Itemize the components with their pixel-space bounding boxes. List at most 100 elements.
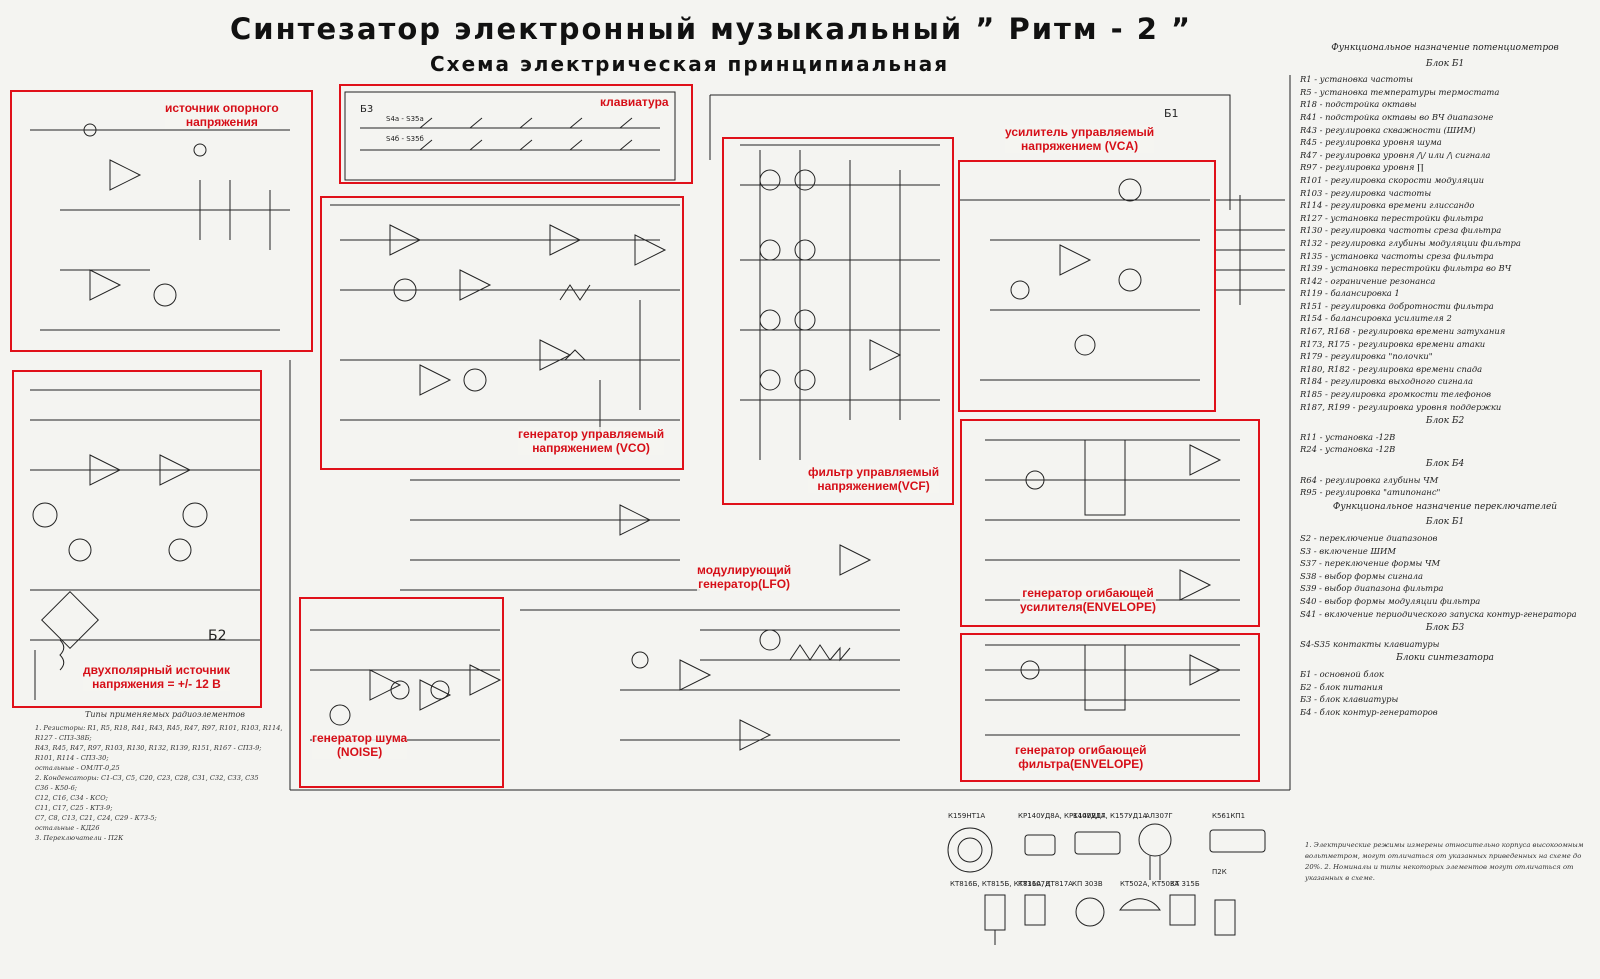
block-vco bbox=[320, 196, 684, 470]
pot-item: R173, R175 - регулировка времени атаки bbox=[1300, 338, 1486, 349]
pot-item: R119 - балансировка 1 bbox=[1300, 288, 1400, 299]
pot-item: R167, R168 - регулировка времени затухан… bbox=[1300, 326, 1506, 337]
package-label: К159НТ1А bbox=[948, 812, 986, 820]
pot-item: R180, R182 - регулировка времени спада bbox=[1300, 363, 1483, 374]
legend-block4: Блок Б4 bbox=[1425, 459, 1465, 469]
block-mark-b1: Б1 bbox=[1164, 107, 1179, 120]
parts-line: C12, C16, C34 - КСО; bbox=[35, 794, 108, 802]
legend-block1: Блок Б1 bbox=[1425, 58, 1465, 69]
package-label: КТ3107Д bbox=[1018, 880, 1051, 888]
package-label: КТ502А, КТ503А bbox=[1120, 880, 1180, 888]
parts-line: остальные - ОМЛТ-0,25 bbox=[35, 764, 120, 772]
pot-item: R132 - регулировка глубины модуляции фил… bbox=[1300, 237, 1521, 248]
page-subtitle: Схема электрическая принципиальная bbox=[430, 52, 950, 76]
unit-item: Б3 - блок клавиатуры bbox=[1300, 694, 1399, 705]
pot-item: R97 - регулировка уровня ∏ bbox=[1300, 162, 1424, 173]
block-mark-b3: Б3 bbox=[360, 104, 374, 115]
parts-heading: Типы применяемых радиоэлементов bbox=[85, 710, 245, 719]
pot-item: R154 - балансировка усилителя 2 bbox=[1300, 313, 1452, 324]
label-keyboard: клавиатура bbox=[600, 95, 669, 109]
switch-item: S40 - выбор формы модуляции фильтра bbox=[1300, 595, 1481, 606]
package-label: П2К bbox=[1212, 868, 1227, 876]
pot-item: R130 - регулировка частоты среза фильтра bbox=[1300, 225, 1502, 236]
switch-item: S3 - включение ШИМ bbox=[1300, 545, 1396, 556]
legend-units-heading: Блоки синтезатора bbox=[1396, 653, 1494, 664]
label-noise: генератор шума(NOISE) bbox=[312, 731, 408, 759]
parts-line: R101, R114 - СП3-30; bbox=[35, 754, 109, 762]
block-vca bbox=[958, 160, 1216, 412]
legend-block1-switches: Блок Б1 bbox=[1425, 517, 1465, 528]
keys-label-a: S4a - S35a bbox=[386, 115, 424, 123]
pot-item: R179 - регулировка "полочки" bbox=[1300, 351, 1433, 362]
block-keyboard bbox=[339, 84, 693, 184]
unit-item: Б2 - блок питания bbox=[1300, 681, 1383, 692]
legend-heading-pots: Функциональное назначение потенциометров bbox=[1331, 43, 1559, 53]
parts-lines: 1. Резисторы: R1, R5, R18, R41, R43, R45… bbox=[35, 723, 295, 843]
pot-item: R45 - регулировка уровня шума bbox=[1300, 137, 1442, 148]
switch-item: S41 - включение периодического запуска к… bbox=[1300, 608, 1577, 619]
block-psu bbox=[12, 370, 262, 708]
pot-item: R11 - установка -12В bbox=[1300, 431, 1396, 442]
parts-line: C11, C17, C25 - КТ3-9; bbox=[35, 804, 113, 812]
parts-line: 3. Переключатели - П2К bbox=[35, 834, 124, 842]
pot-item: R139 - установка перестройки фильтра во … bbox=[1300, 263, 1512, 274]
package-label: КТ816Б, КТ815Б, КТ816А, КТ817А bbox=[950, 880, 1073, 888]
parts-line: 2. Конденсаторы: C1-C3, C5, C20, C23, C2… bbox=[35, 774, 259, 782]
parts-line: 1. Резисторы: R1, R5, R18, R41, R43, R45… bbox=[35, 724, 283, 742]
parts-line: C7, C8, C13, C21, C24, C29 - К73-5; bbox=[35, 814, 157, 822]
pot-item: R135 - установка частоты среза фильтра bbox=[1300, 250, 1494, 261]
block-mark-b2: Б2 bbox=[208, 628, 227, 644]
pot-item: R127 - установка перестройки фильтра bbox=[1300, 212, 1484, 223]
pot-item: R184 - регулировка выходного сигнала bbox=[1300, 376, 1473, 387]
switch-item: S38 - выбор формы сигнала bbox=[1300, 570, 1423, 581]
parts-line: C36 - К50-6; bbox=[35, 784, 77, 792]
pot-item: R5 - установка температуры термостата bbox=[1300, 86, 1500, 97]
parts-line: R43, R45, R47, R97, R103, R130, R132, R1… bbox=[35, 744, 262, 752]
pot-item: R103 - регулировка частоты bbox=[1300, 187, 1432, 198]
pot-item: R64 - регулировка глубины ЧМ bbox=[1300, 474, 1439, 485]
legend-block2: Блок Б2 bbox=[1425, 416, 1465, 427]
switch-list: S2 - переключение диапазонов S3 - включен… bbox=[1300, 532, 1590, 620]
package-label: КТ 315Б bbox=[1170, 880, 1200, 888]
keys-label-b: S4б - S35б bbox=[386, 135, 424, 143]
switch-item: S37 - переключение формы ЧМ bbox=[1300, 558, 1441, 569]
package-label: КП 303В bbox=[1072, 880, 1103, 888]
switch-item: S39 - выбор диапазона фильтра bbox=[1300, 583, 1444, 594]
block-envelope-amp bbox=[960, 419, 1260, 627]
unit-item: Б1 - основной блок bbox=[1300, 668, 1384, 679]
block-noise bbox=[299, 597, 504, 788]
page-title: Синтезатор электронный музыкальный ” Рит… bbox=[230, 12, 1193, 46]
notes: 1. Электрические режимы измерены относит… bbox=[1305, 841, 1584, 882]
block-reference-source bbox=[10, 90, 313, 352]
block-envelope-filter bbox=[960, 633, 1260, 782]
pot-item: R1 - установка частоты bbox=[1300, 74, 1414, 85]
units-list: Б1 - основной блок Б2 - блок питания Б3 - … bbox=[1300, 668, 1590, 718]
pot-item: R43 - регулировка скважности (ШИМ) bbox=[1300, 124, 1476, 135]
legend-heading-switches: Функциональное назначение переключателей bbox=[1332, 501, 1558, 512]
pot-item: R114 - регулировка времени глиссандо bbox=[1300, 200, 1475, 211]
switch-item: S2 - переключение диапазонов bbox=[1300, 532, 1438, 543]
pot-item: R151 - регулировка добротности фильтра bbox=[1300, 300, 1494, 311]
keyboard-contacts-list: S4-S35 контакты клавиатуры bbox=[1300, 638, 1590, 651]
block-vcf bbox=[722, 137, 954, 505]
parts-line: остальные - КД26 bbox=[35, 824, 100, 832]
pot-item: R95 - регулировка "атипонанс" bbox=[1300, 487, 1441, 498]
pot-item: R142 - ограничение резонанса bbox=[1300, 275, 1436, 286]
package-label: КР140УД8А, КР140УД1А bbox=[1018, 812, 1106, 820]
pot-item: R24 - установка -12В bbox=[1300, 444, 1396, 455]
legend-block3: Блок Б3 bbox=[1425, 623, 1465, 634]
pot-list-block2: R11 - установка -12В R24 - установка -12В bbox=[1300, 431, 1590, 456]
pot-item: R187, R199 - регулировка уровня поддержк… bbox=[1300, 401, 1502, 412]
pot-list-block4: R64 - регулировка глубины ЧМ R95 - регули… bbox=[1300, 474, 1590, 499]
